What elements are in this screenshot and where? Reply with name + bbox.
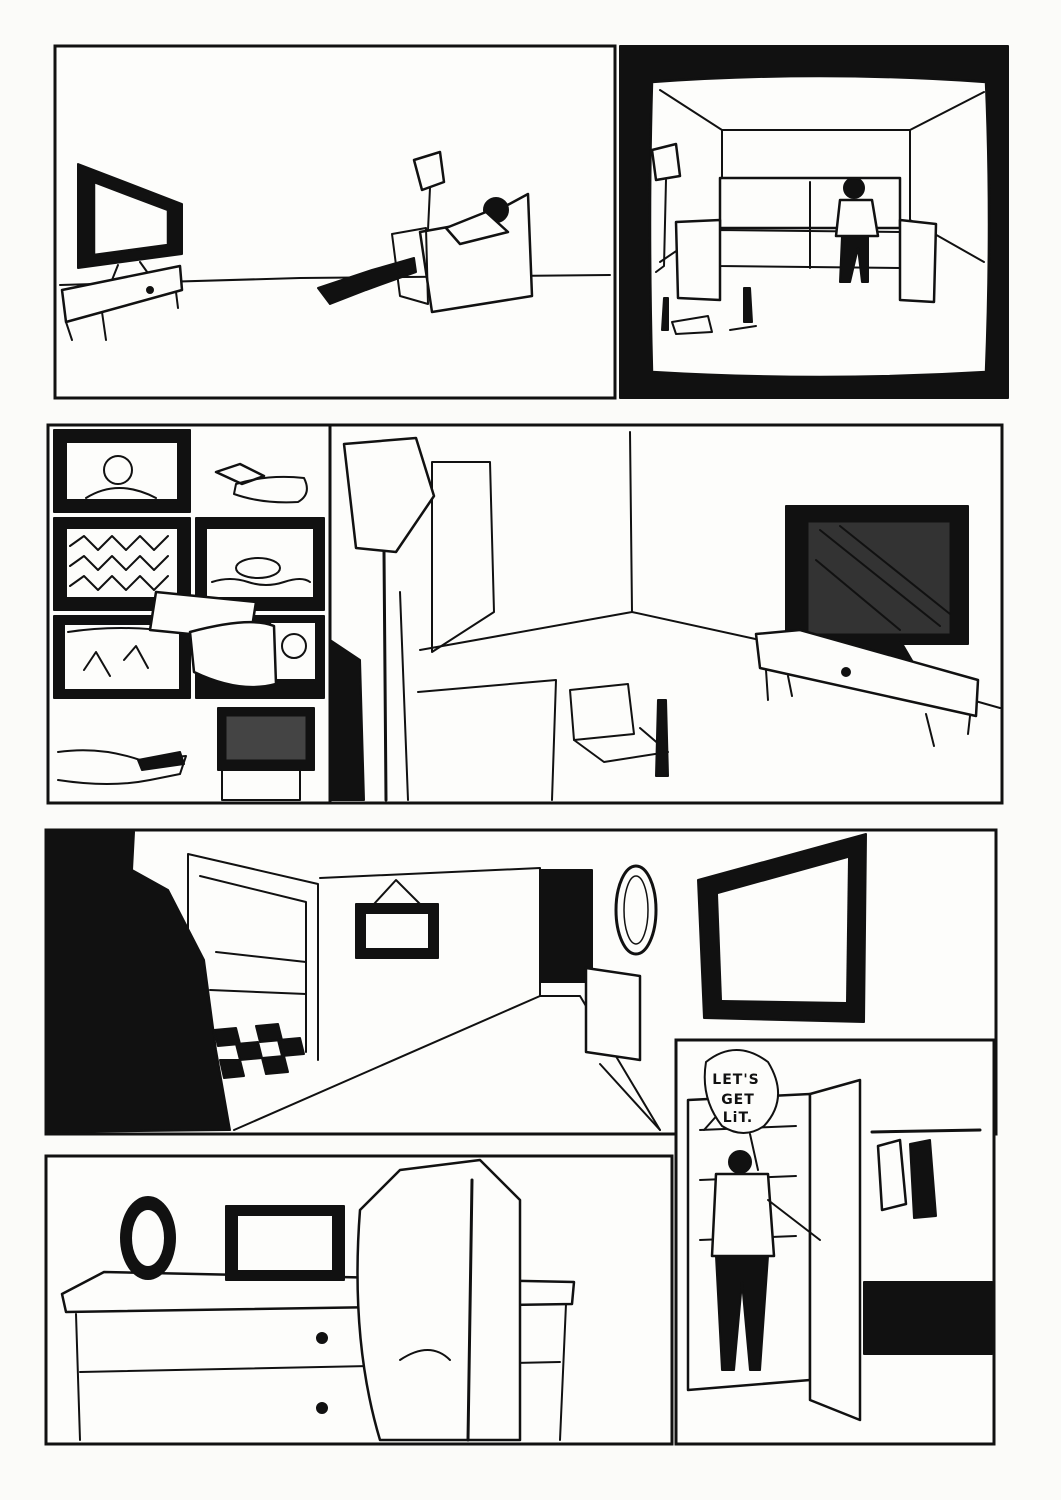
tv-stand xyxy=(60,264,184,341)
living-room-lamp xyxy=(329,436,436,802)
hallway-door xyxy=(539,869,593,983)
speech-line-2: GET xyxy=(721,1092,755,1108)
man-on-sofa xyxy=(834,177,880,283)
lamp-on-tv xyxy=(650,142,682,273)
panel-1 xyxy=(53,44,617,400)
oval-frame-on-dresser xyxy=(120,1196,176,1280)
panel-2 xyxy=(619,45,1009,399)
man-at-closet xyxy=(710,1150,821,1371)
rect-frame-on-dresser xyxy=(225,1205,345,1281)
oval-mirror xyxy=(614,864,658,956)
hallway-picture xyxy=(355,879,439,959)
man-reclining xyxy=(317,197,510,305)
living-room-tv-stand xyxy=(754,628,980,747)
tv-set xyxy=(77,163,183,281)
speech-line-1: LET'S xyxy=(712,1072,759,1088)
speech-bubble: LET'S GET LiT. xyxy=(703,1049,780,1171)
panel-7 xyxy=(44,1154,674,1446)
checkered-floor xyxy=(213,1023,305,1079)
panel-6: LET'S GET LiT. xyxy=(674,1038,996,1446)
wall-tv xyxy=(697,833,867,1023)
hand-bottom-left xyxy=(57,749,187,785)
man-at-dresser xyxy=(356,1158,522,1442)
hand-with-remote-top xyxy=(214,462,308,504)
hand-with-remote-center xyxy=(148,590,278,689)
floor-lamp xyxy=(412,150,446,231)
small-tv-bottom xyxy=(217,707,315,801)
living-room-tv xyxy=(785,505,969,665)
panel-5 xyxy=(44,828,998,1136)
speech-line-3: LiT. xyxy=(723,1110,753,1126)
panel-3 xyxy=(46,423,332,805)
panel-4 xyxy=(328,423,1004,805)
